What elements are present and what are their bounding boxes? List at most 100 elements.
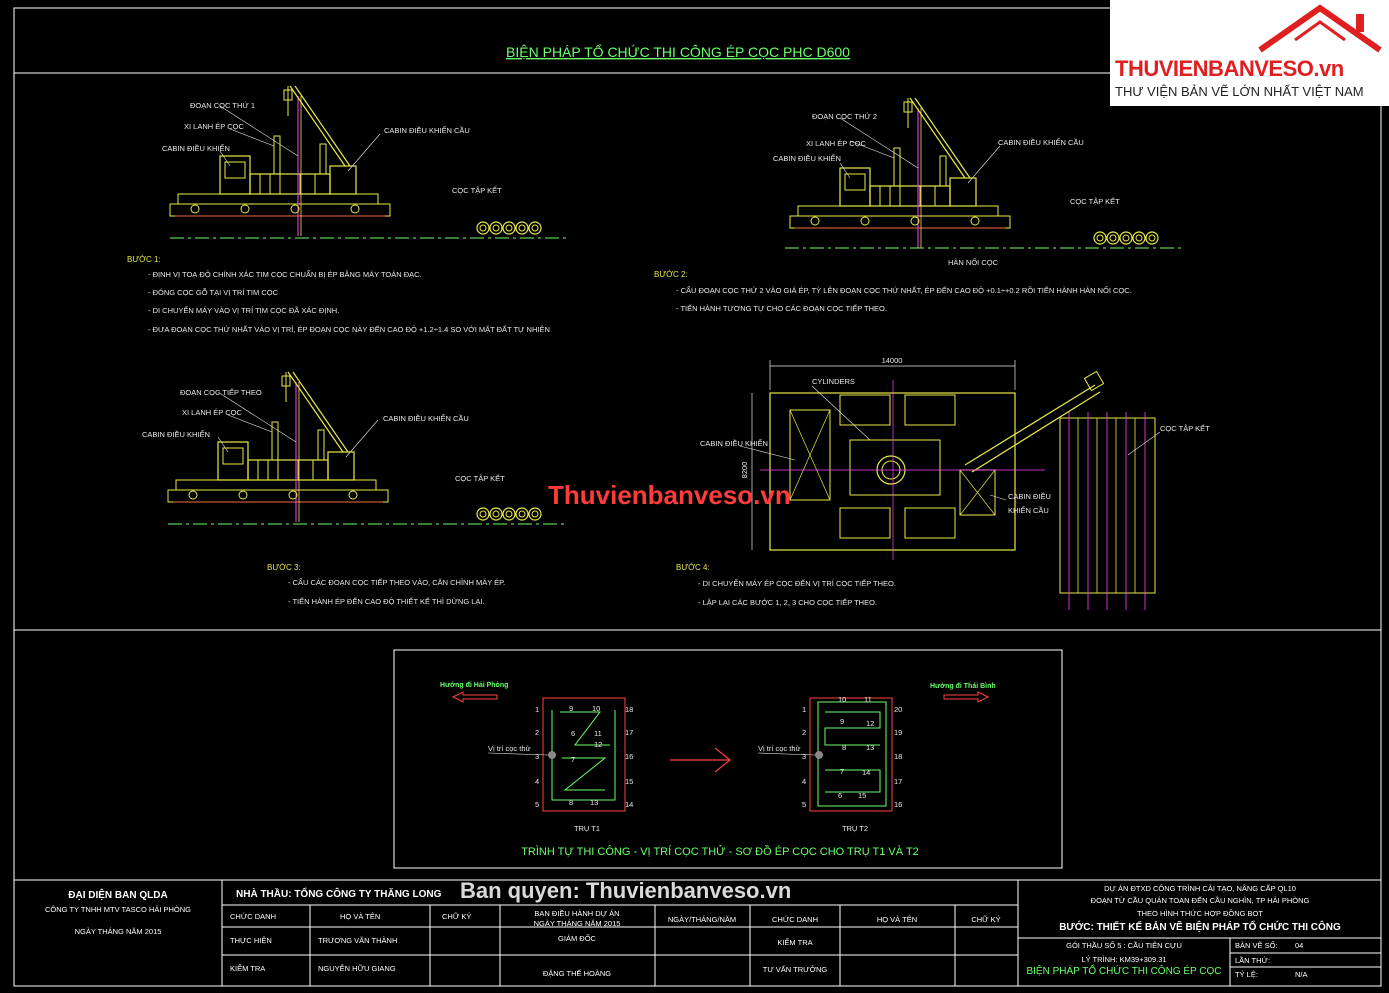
pier-t1-diagram (542, 697, 626, 812)
t2-inner-9: 6 (838, 791, 842, 800)
sequence-box (393, 649, 1063, 869)
col-name: HỌ VÀ TÊN (340, 912, 380, 921)
project-line-3: THEO HÌNH THỨC HỢP ĐỒNG BOT (1137, 908, 1263, 918)
col-date: NGÀY/THÁNG/NĂM (668, 915, 736, 924)
t2-inner-7: 7 (840, 767, 844, 776)
t1-inner-4: 11 (594, 729, 602, 738)
row2-name: NGUYỄN HỮU GIANG (318, 964, 396, 973)
t2-inner-8: 14 (862, 768, 870, 777)
director-name: ĐẶNG THẾ HOÀNG (543, 968, 611, 978)
step3-label-crane-cabin: CABIN ĐIỀU KHIỂN CẦU (383, 413, 469, 423)
project-line-2: ĐOẠN TỪ CẦU QUÁN TOAN ĐẾN CẦU NGHÌN, TP … (1091, 895, 1310, 905)
title-block (13, 879, 1382, 987)
step1-line-1: - ĐỊNH VỊ TOẠ ĐỘ CHÍNH XÁC TIM CỌC CHUẨN… (148, 270, 422, 279)
t1-inner-6: 7 (571, 755, 575, 764)
step4-label-crane-cabin-1: CABIN ĐIỀU (1008, 491, 1051, 501)
t2-inner-3: 9 (840, 717, 844, 726)
t2-inner-10: 15 (858, 791, 866, 800)
step4-plan: 14000 8200 (700, 356, 1210, 610)
step2-line-2: - TIẾN HÀNH TƯƠNG TỰ CHO CÁC ĐOẠN CỌC TI… (676, 303, 887, 313)
col-position: CHỨC DANH (230, 912, 276, 921)
step3-line-2: - TIẾN HÀNH ÉP ĐẾN CAO ĐỘ THIẾT KẾ THÌ D… (288, 596, 485, 606)
t2-right-1: 20 (894, 705, 902, 714)
row1-role: THỰC HIỆN (230, 936, 272, 945)
step1-line-3: - DI CHUYỂN MÁY VÀO VỊ TRÍ TIM CỌC ĐÃ XÁ… (148, 306, 339, 315)
t1-right-5: 14 (625, 800, 633, 809)
t1-left-5: 5 (535, 800, 539, 809)
t2-right-3: 18 (894, 752, 902, 761)
owner-rep: ĐẠI DIỆN BAN QLDA (68, 888, 167, 901)
step2-heading: BƯỚC 2: (654, 270, 688, 279)
t1-inner-1: 9 (569, 704, 573, 713)
step1-diagram: ĐOẠN CỌC THỨ 1 XI LANH ÉP CỌC CABIN ĐIỀU… (162, 85, 571, 239)
rev-label: LẦN THỨ: (1235, 955, 1270, 965)
col-name-2: HỌ VÀ TÊN (877, 915, 917, 924)
sequence-caption: TRÌNH TỰ THI CÔNG - VỊ TRÍ CỌC THỬ - SƠ … (521, 845, 919, 858)
step2-line-1: - CẨU ĐOẠN CỌC THỨ 2 VÀO GIÁ ÉP, TỲ LÊN … (676, 285, 1132, 295)
col-sign: CHỮ KÝ (442, 912, 471, 921)
row2-role: KIỂM TRA (230, 964, 265, 973)
step4-label-stock: CỌC TẬP KẾT (1160, 423, 1210, 433)
drawing-title-block: BIỆN PHÁP TỔ CHỨC THI CÔNG ÉP CỌC (1026, 964, 1221, 977)
stage: BƯỚC: THIẾT KẾ BẢN VẼ BIỆN PHÁP TỔ CHỨC … (1059, 920, 1341, 933)
sheet-no-label: BẢN VẼ SỐ: (1235, 940, 1278, 950)
step2-diagram: ĐOẠN CỌC THỨ 2 XI LANH ÉP CỌC CABIN ĐIỀU… (773, 97, 1186, 267)
owner-company: CÔNG TY TNHH MTV TASCO HẢI PHÒNG (45, 905, 191, 914)
t2-inner-5: 8 (842, 743, 846, 752)
t1-right-3: 16 (625, 752, 633, 761)
step2-label-crane-cabin: CABIN ĐIỀU KHIỂN CẦU (998, 137, 1084, 147)
t1-right-4: 15 (625, 777, 633, 786)
t2-name: TRỤ T2 (842, 824, 868, 833)
t1-inner-5: 12 (594, 740, 602, 749)
direction-right-label: Hướng đi Thái Bình (930, 683, 996, 690)
col-position-2: CHỨC DANH (772, 915, 818, 924)
drawing-title: BIỆN PHÁP TỔ CHỨC THI CÔNG ÉP CỌC PHC D6… (506, 43, 850, 60)
logo-box[interactable]: THUVIENBANVESO.vn THƯ VIỆN BẢN VẼ LỚN NH… (1110, 0, 1389, 106)
step4-heading: BƯỚC 4: (676, 563, 710, 572)
t2-left-5: 5 (802, 800, 806, 809)
step2-label-stock: CỌC TẬP KẾT (1070, 196, 1120, 206)
t2-right-5: 16 (894, 800, 902, 809)
step4-label-cabin: CABIN ĐIỀU KHIỂN (700, 438, 768, 448)
t1-inner-3: 6 (571, 729, 575, 738)
board: BAN ĐIỀU HÀNH DỰ ÁN (534, 908, 619, 918)
t2-inner-4: 12 (866, 719, 874, 728)
board-date: NGÀY THÁNG NĂM 2015 (534, 919, 621, 928)
t2-inner-1: 10 (838, 695, 846, 704)
t2-inner-6: 13 (866, 743, 874, 752)
step1-label-cylinder: XI LANH ÉP CỌC (184, 122, 244, 131)
step2-label-cabin: CABIN ĐIỀU KHIỂN (773, 153, 841, 163)
t1-right-1: 18 (625, 705, 633, 714)
director: GIÁM ĐỐC (558, 933, 597, 943)
step2-label-pile: ĐOẠN CỌC THỨ 2 (812, 112, 877, 121)
project-line-1: DỰ ÁN ĐTXD CÔNG TRÌNH CẢI TẠO, NÂNG CẤP … (1104, 883, 1296, 893)
step2-label-cylinder: XI LANH ÉP CỌC (806, 139, 866, 148)
scale-label: TỶ LỆ: (1235, 970, 1258, 979)
t1-inner-8: 13 (590, 798, 598, 807)
row1-name: TRƯƠNG VĂN THÀNH (318, 936, 397, 945)
arrow-left-icon (451, 691, 498, 703)
step3-label-cabin: CABIN ĐIỀU KHIỂN (142, 429, 210, 439)
t1-inner-7: 8 (569, 798, 573, 807)
step4-label-crane-cabin-2: KHIỂN CẦU (1008, 505, 1049, 515)
t1-left-1: 1 (535, 705, 539, 714)
step4-dim-width: 14000 (882, 356, 903, 365)
consult-role: TƯ VẤN TRƯỞNG (763, 964, 828, 974)
station: LÝ TRÌNH: KM39+309.31 (1081, 955, 1166, 964)
step4-line-2: - LẶP LẠI CÁC BƯỚC 1, 2, 3 CHO CỌC TIẾP … (698, 597, 877, 607)
t1-inner-2: 10 (592, 704, 600, 713)
contractor: NHÀ THẦU: TỔNG CÔNG TY THĂNG LONG (236, 887, 442, 900)
step1-line-4: - ĐƯA ĐOẠN CỌC THỨ NHẤT VÀO VỊ TRÍ, ÉP Đ… (148, 324, 550, 334)
step1-label-pile: ĐOẠN CỌC THỨ 1 (190, 101, 255, 110)
t2-left-1: 1 (802, 705, 806, 714)
t2-right-4: 17 (894, 777, 902, 786)
step4-dim-height: 8200 (740, 462, 749, 479)
t2-test-pile-label: Vị trí cọc thử (758, 744, 801, 753)
t1-left-3: 3 (535, 752, 539, 761)
step1-heading: BƯỚC 1: (127, 255, 161, 264)
col-sign-2: CHỮ KÝ (971, 915, 1000, 924)
step3-label-cylinder: XI LANH ÉP CỌC (182, 408, 242, 417)
step3-label-pile: ĐOẠN CỌC TIẾP THEO (180, 387, 262, 397)
copyright-watermark: Ban quyen: Thuvienbanveso.vn (460, 878, 791, 903)
